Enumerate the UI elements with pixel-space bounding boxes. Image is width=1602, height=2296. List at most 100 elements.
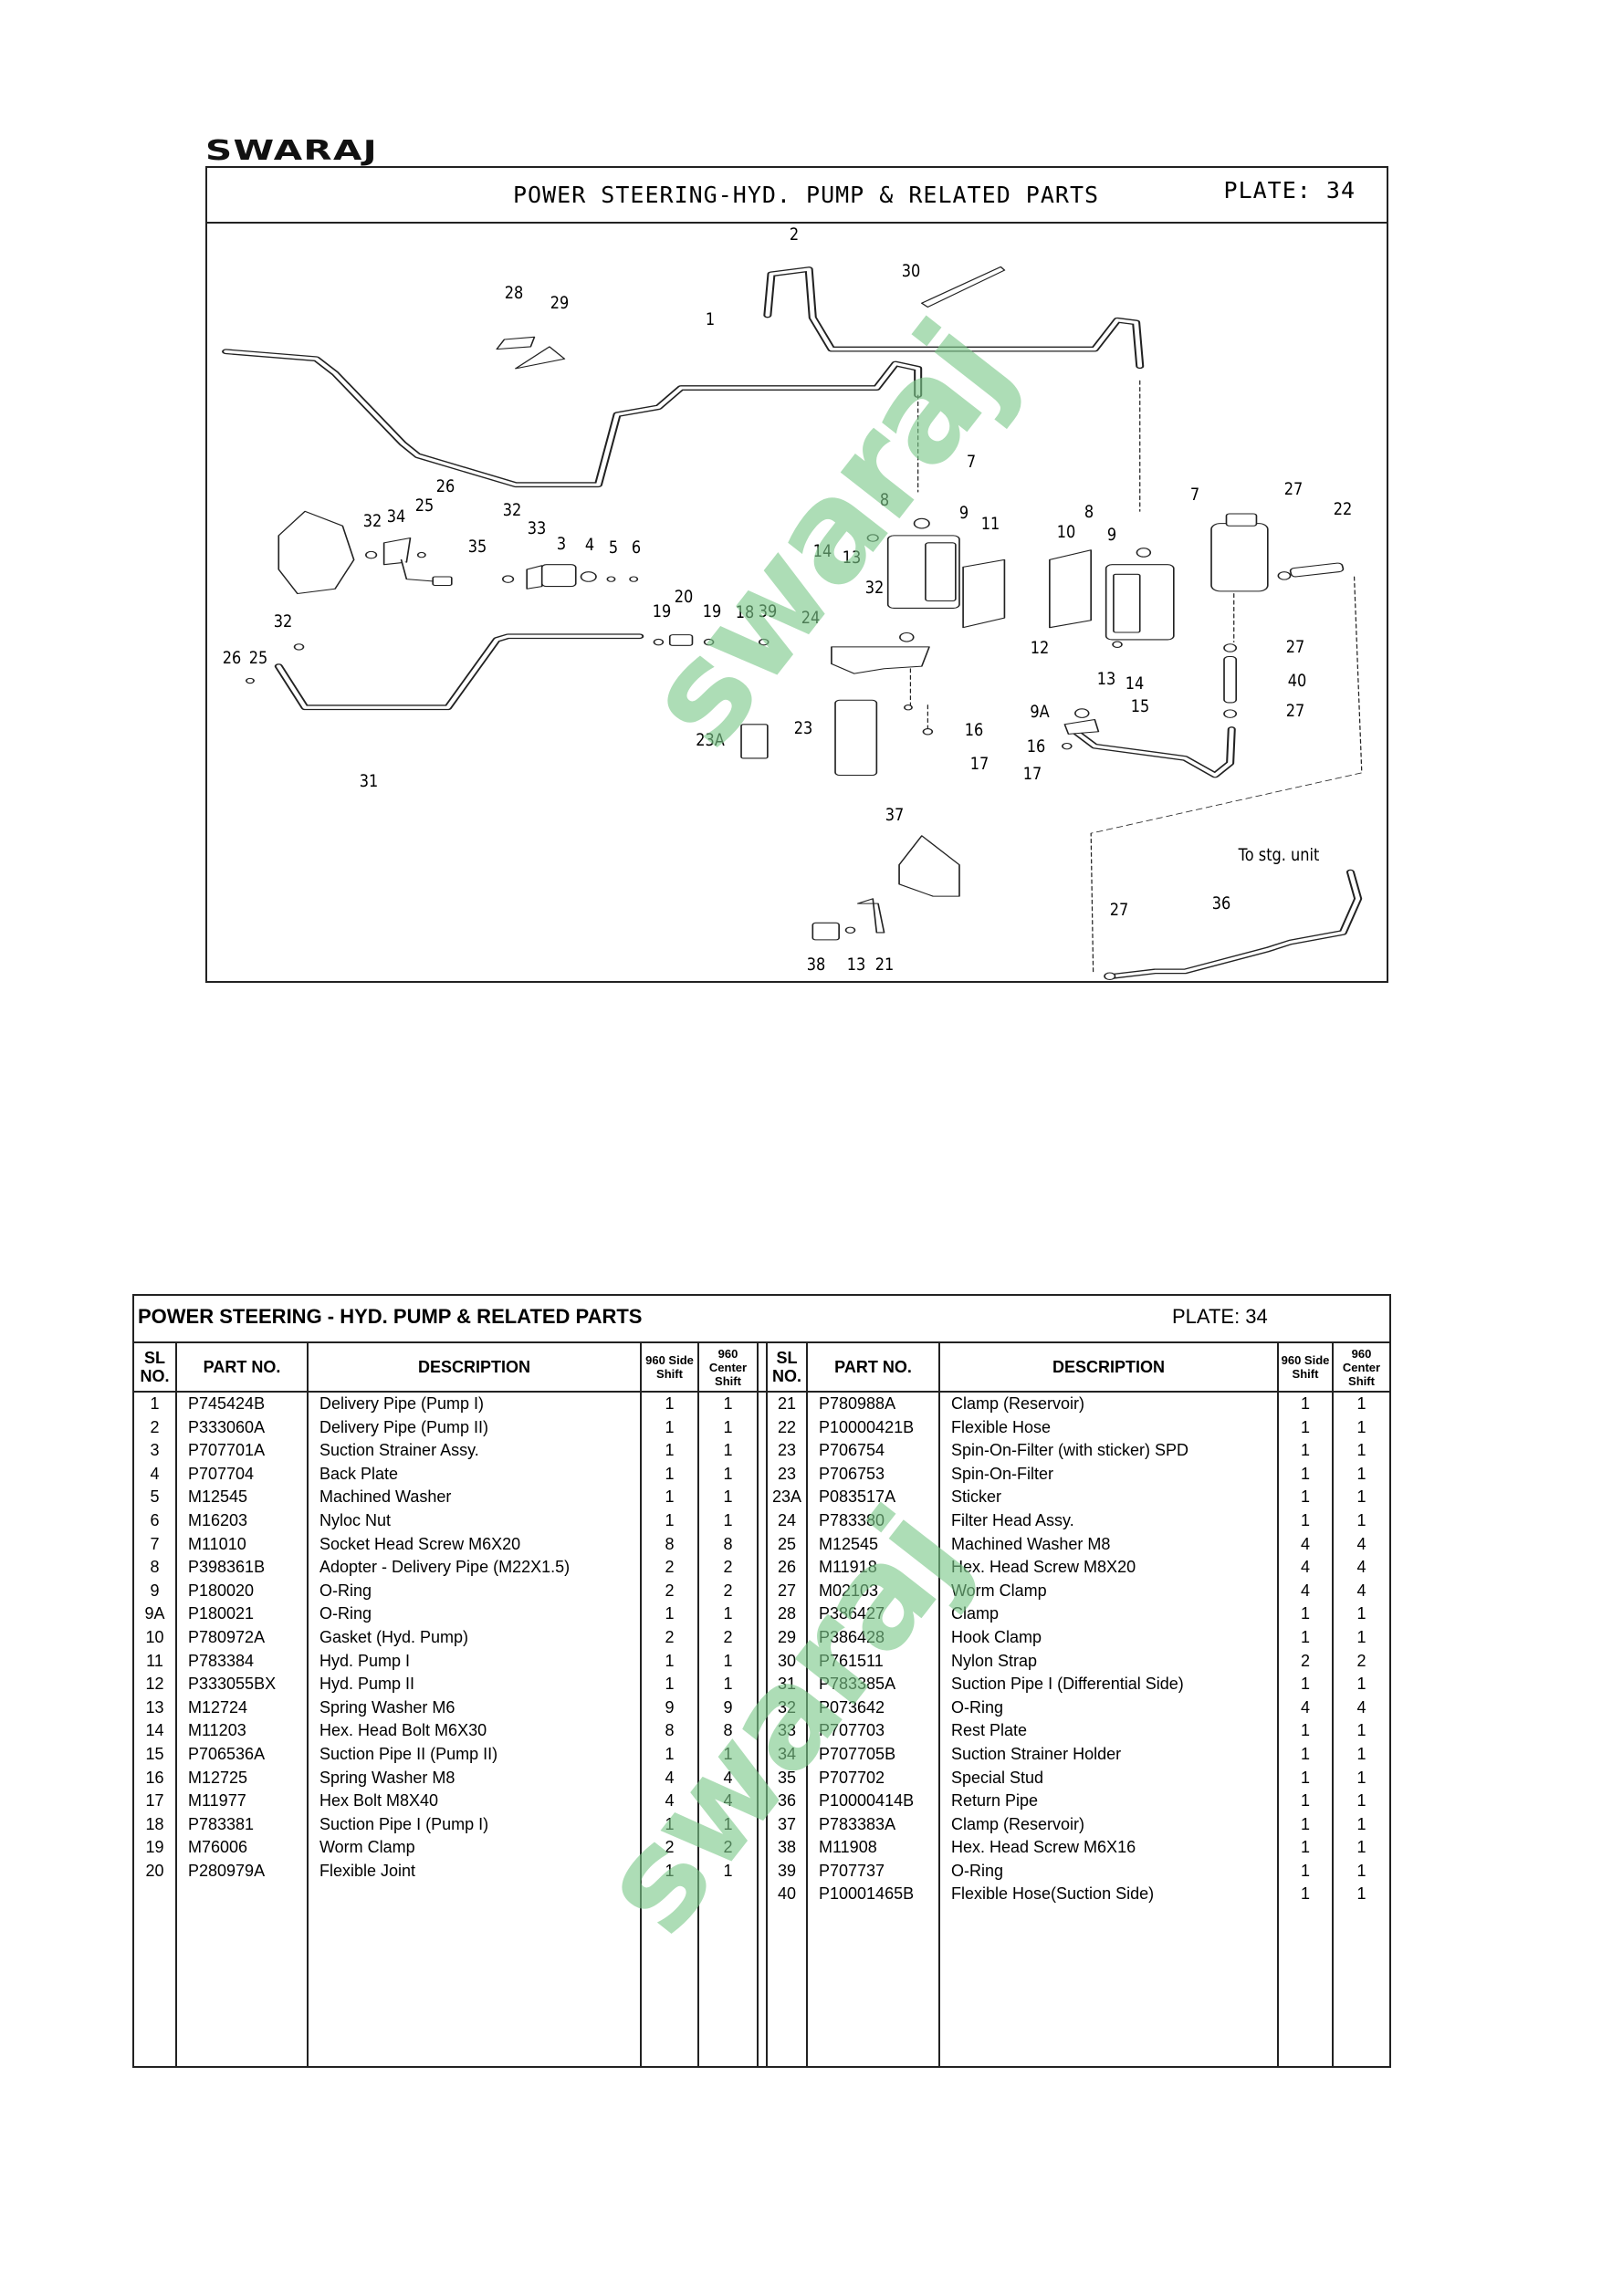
cell-sl-no: 7	[150, 1534, 160, 1553]
cell-part-no: P780972A	[175, 1625, 308, 1650]
cell-part-no: P783380	[806, 1508, 939, 1533]
empty-cell	[640, 1906, 698, 2066]
cell-part-no: P398361B	[175, 1556, 308, 1580]
cell-description: Flexible Hose(Suction Side)	[938, 1883, 1278, 1907]
cell-center-shift-qty: 1	[1332, 1883, 1389, 1907]
cell-part-no: P706536A	[175, 1742, 308, 1767]
cell-description: O-Ring	[307, 1602, 641, 1626]
callout-label: 27	[1286, 636, 1305, 657]
cell-description: Hex. Head Bolt M6X30	[307, 1719, 641, 1743]
cell-description: Nyloc Nut	[307, 1508, 641, 1533]
screw-38-shape	[811, 922, 840, 941]
cell-sl-no: 13	[145, 1697, 164, 1717]
cell-description: Adopter - Delivery Pipe (M22X1.5)	[307, 1556, 641, 1580]
cell-side-shift-qty: 1	[1277, 1392, 1333, 1416]
callout-label: 32	[502, 500, 522, 521]
gasket-10b-shape	[1049, 549, 1092, 629]
cell-center-shift-qty: 1	[1332, 1812, 1389, 1837]
cell-center-shift-qty: 4	[697, 1790, 758, 1813]
column-separator	[757, 1625, 768, 1650]
cell-description: O-Ring	[938, 1696, 1278, 1720]
column-separator	[757, 1508, 768, 1533]
cell-part-no: P333060A	[175, 1415, 308, 1440]
cell-side-shift-qty: 1	[640, 1392, 698, 1416]
cell-sl-no: 29	[766, 1625, 807, 1650]
cell-description: Hex. Head Screw M6X16	[938, 1836, 1278, 1860]
cell-part-no: P10000414B	[806, 1790, 939, 1813]
cell-description: Special Stud	[938, 1766, 1278, 1790]
callout-label: 33	[527, 518, 546, 539]
empty-cell	[766, 1906, 807, 2066]
cell-part-no: P280979A	[175, 1859, 308, 1884]
col-960-center-shift: 960 Center Shift	[1332, 1341, 1389, 1393]
cell-part-no: M11918	[806, 1556, 939, 1580]
cell-part-no: P083517A	[806, 1486, 939, 1509]
empty-cell	[938, 1906, 1278, 2066]
suction-pipe-31	[274, 633, 644, 711]
callout-label: 32	[362, 510, 382, 531]
cell-center-shift-qty: 1	[697, 1415, 758, 1440]
cell-description: Flexible Hose	[938, 1415, 1278, 1440]
cell-sl-no: 23A	[766, 1486, 807, 1509]
callout-label: 13	[843, 547, 862, 568]
cell-sl-no: 14	[145, 1721, 164, 1740]
column-separator	[757, 1392, 768, 1416]
cell-side-shift-qty: 1	[1277, 1812, 1333, 1837]
col-part-no: PART NO.	[806, 1341, 939, 1393]
column-separator	[757, 1673, 768, 1696]
cell-part-no: P783384	[175, 1649, 308, 1674]
diagram-header: POWER STEERING-HYD. PUMP & RELATED PARTS…	[207, 168, 1387, 224]
cell-description: Delivery Pipe (Pump I)	[307, 1392, 641, 1416]
cell-center-shift-qty: 2	[697, 1836, 758, 1860]
suction-pipe-15	[1068, 726, 1236, 778]
parts-table: SL NO. PART NO. DESCRIPTION 960 Side Shi…	[134, 1341, 1389, 2066]
cell-sl-no: 37	[766, 1812, 807, 1837]
cell-center-shift-qty: 1	[1332, 1719, 1389, 1743]
cell-sl-no: 16	[145, 1768, 164, 1787]
cell-side-shift-qty: 1	[1277, 1836, 1333, 1860]
cell-sl-no: 20	[145, 1861, 164, 1880]
cell-part-no: P706753	[806, 1462, 939, 1487]
cell-side-shift-qty: 1	[1277, 1859, 1333, 1884]
cell-description: Hex. Head Screw M8X20	[938, 1556, 1278, 1580]
cell-center-shift-qty: 1	[697, 1392, 758, 1416]
callout-label: 23A	[696, 730, 726, 751]
cell-sl-no: 36	[766, 1790, 807, 1813]
callout-label: 30	[901, 260, 921, 281]
cell-part-no: M11977	[175, 1790, 308, 1813]
cell-side-shift-qty: 2	[640, 1556, 698, 1580]
callout-label: 23	[793, 717, 812, 738]
cell-sl-no: 26	[766, 1556, 807, 1580]
cell-sl-no: 4	[150, 1464, 160, 1483]
pipe-15-flange-shape	[1063, 718, 1100, 735]
cell-part-no: P073642	[806, 1696, 939, 1720]
callout-label: 11	[980, 514, 1000, 535]
cell-sl-no: 8	[150, 1558, 160, 1577]
cell-side-shift-qty: 1	[1277, 1742, 1333, 1767]
cell-sl-no: 18	[145, 1814, 164, 1833]
cell-side-shift-qty: 1	[1277, 1883, 1333, 1907]
cell-description: Hyd. Pump II	[307, 1673, 641, 1696]
cell-side-shift-qty: 4	[1277, 1579, 1333, 1603]
cell-side-shift-qty: 2	[640, 1625, 698, 1650]
callout-label: 27	[1286, 701, 1305, 722]
cell-part-no: P333055BX	[175, 1673, 308, 1696]
cell-center-shift-qty: 1	[1332, 1415, 1389, 1440]
cell-sl-no: 30	[766, 1649, 807, 1674]
column-separator	[757, 1719, 768, 1743]
cell-description: Spin-On-Filter (with sticker) SPD	[938, 1439, 1278, 1463]
strainer-holder-shape	[382, 537, 412, 566]
callout-label: 6	[632, 537, 642, 558]
cell-side-shift-qty: 4	[1277, 1556, 1333, 1580]
cell-side-shift-qty: 1	[640, 1439, 698, 1463]
column-separator	[757, 1790, 768, 1813]
cell-sl-no: 2	[150, 1417, 160, 1436]
cell-side-shift-qty: 1	[640, 1508, 698, 1533]
cell-sl-no: 38	[766, 1836, 807, 1860]
cell-center-shift-qty: 1	[697, 1859, 758, 1884]
